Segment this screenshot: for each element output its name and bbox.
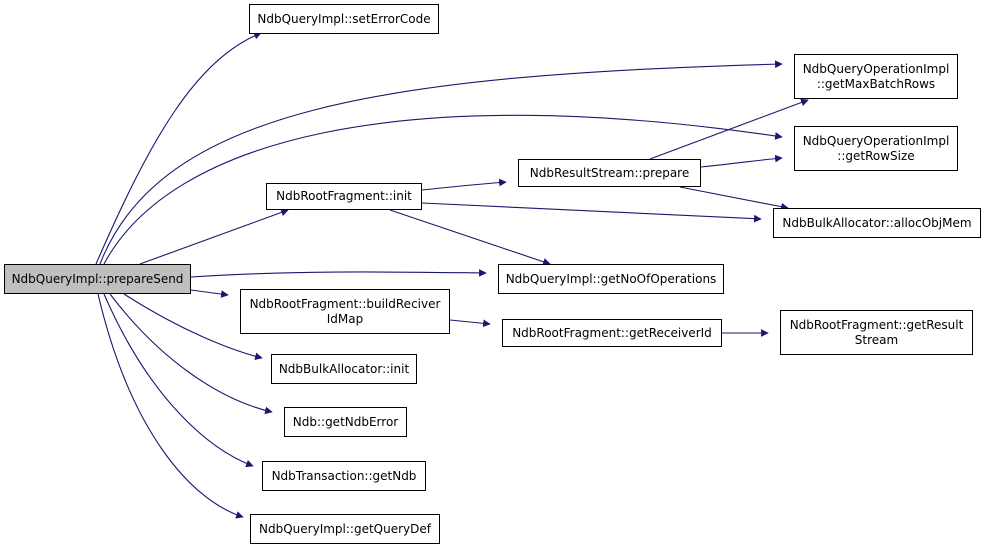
node-label-line: NdbQueryImpl::getNoOfOperations [505, 271, 717, 286]
node-ndbqueryimpl-seterrorcode[interactable]: NdbQueryImpl::setErrorCode [249, 4, 439, 34]
node-label-line: IdMap [326, 311, 364, 326]
call-edge-resultPrepare-to-getRowSize [700, 154, 783, 168]
node-label-line: Ndb::getNdbError [292, 414, 399, 429]
call-edge-prepareSend-to-buildReciverIdMap [190, 289, 229, 298]
node-label-line: NdbBulkAllocator::init [278, 361, 410, 376]
node-label-line: NdbRootFragment::getReceiverId [512, 325, 712, 340]
call-edge-buildReciverIdMap-to-getReceiverId [449, 319, 491, 328]
node-label-line: Stream [854, 332, 899, 347]
node-ndbbulkallocator-allocobjmem[interactable]: NdbBulkAllocator::allocObjMem [773, 208, 981, 238]
node-ndbbulkallocator-init[interactable]: NdbBulkAllocator::init [271, 354, 417, 384]
node-label-line: NdbQueryImpl::prepareSend [11, 271, 184, 286]
call-edge-prepareSend-to-getQueryDef [97, 293, 244, 519]
call-edge-rootInit-to-resultPrepare [421, 178, 507, 191]
node-ndbrootfragment-init[interactable]: NdbRootFragment::init [266, 183, 422, 210]
node-ndbtransaction-getndb[interactable]: NdbTransaction::getNdb [262, 461, 426, 491]
call-edge-rootInit-to-getNoOfOperations [389, 209, 551, 266]
node-label-line: NdbResultStream::prepare [529, 165, 690, 180]
call-edge-prepareSend-to-rootInit [139, 208, 289, 265]
node-label-line: NdbQueryOperationImpl [802, 61, 950, 76]
node-ndbrootfragment-getreceiverid[interactable]: NdbRootFragment::getReceiverId [502, 319, 722, 347]
node-ndbqueryimpl-getnoofoperations[interactable]: NdbQueryImpl::getNoOfOperations [498, 264, 724, 294]
node-label-line: NdbRootFragment::init [276, 189, 412, 203]
node-ndb-getndberror[interactable]: Ndb::getNdbError [284, 407, 407, 437]
call-edge-resultPrepare-to-getMaxBatchRows [649, 98, 809, 160]
node-label-line: NdbRootFragment::buildReciver [249, 296, 441, 311]
node-label-line: NdbQueryOperationImpl [802, 133, 950, 148]
node-label-line: NdbRootFragment::getResult [789, 317, 964, 332]
call-edge-rootInit-to-allocObjMem [421, 202, 762, 223]
call-edge-prepareSend-to-getMaxBatchRows [99, 60, 783, 265]
node-ndbqueryimpl-getquerydef[interactable]: NdbQueryImpl::getQueryDef [250, 514, 440, 544]
call-edge-prepareSend-to-bulkInit [123, 293, 263, 361]
node-label-line: ::getRowSize [837, 148, 915, 163]
node-ndbqueryoperationimpl-getrowsize[interactable]: NdbQueryOperationImpl ::getRowSize [794, 126, 958, 171]
node-ndbrootfragment-buildreciveridmap[interactable]: NdbRootFragment::buildReciver IdMap [240, 289, 450, 334]
call-edge-prepareSend-to-getRowSize [103, 114, 783, 265]
call-edge-prepareSend-to-getNoOfOperations [190, 269, 487, 278]
call-edge-prepareSend-to-setErrorCode [95, 32, 262, 265]
node-label-line: NdbBulkAllocator::allocObjMem [782, 215, 972, 230]
node-ndbqueryoperationimpl-getmaxbatchrows[interactable]: NdbQueryOperationImpl ::getMaxBatchRows [794, 54, 958, 99]
call-edge-resultPrepare-to-allocObjMem [679, 186, 789, 211]
node-ndbqueryimpl-preparesend[interactable]: NdbQueryImpl::prepareSend [4, 264, 191, 294]
call-edge-prepareSend-to-getNdbError [109, 293, 273, 415]
node-label-line: ::getMaxBatchRows [816, 76, 936, 91]
node-ndbresultstream-prepare[interactable]: NdbResultStream::prepare [518, 159, 701, 187]
node-label-line: NdbTransaction::getNdb [271, 468, 417, 483]
node-label-line: NdbQueryImpl::setErrorCode [257, 11, 431, 26]
node-ndbrootfragment-getresultstream[interactable]: NdbRootFragment::getResult Stream [780, 310, 973, 355]
call-edge-prepareSend-to-getNdb [103, 293, 254, 468]
node-label-line: NdbQueryImpl::getQueryDef [259, 521, 431, 536]
